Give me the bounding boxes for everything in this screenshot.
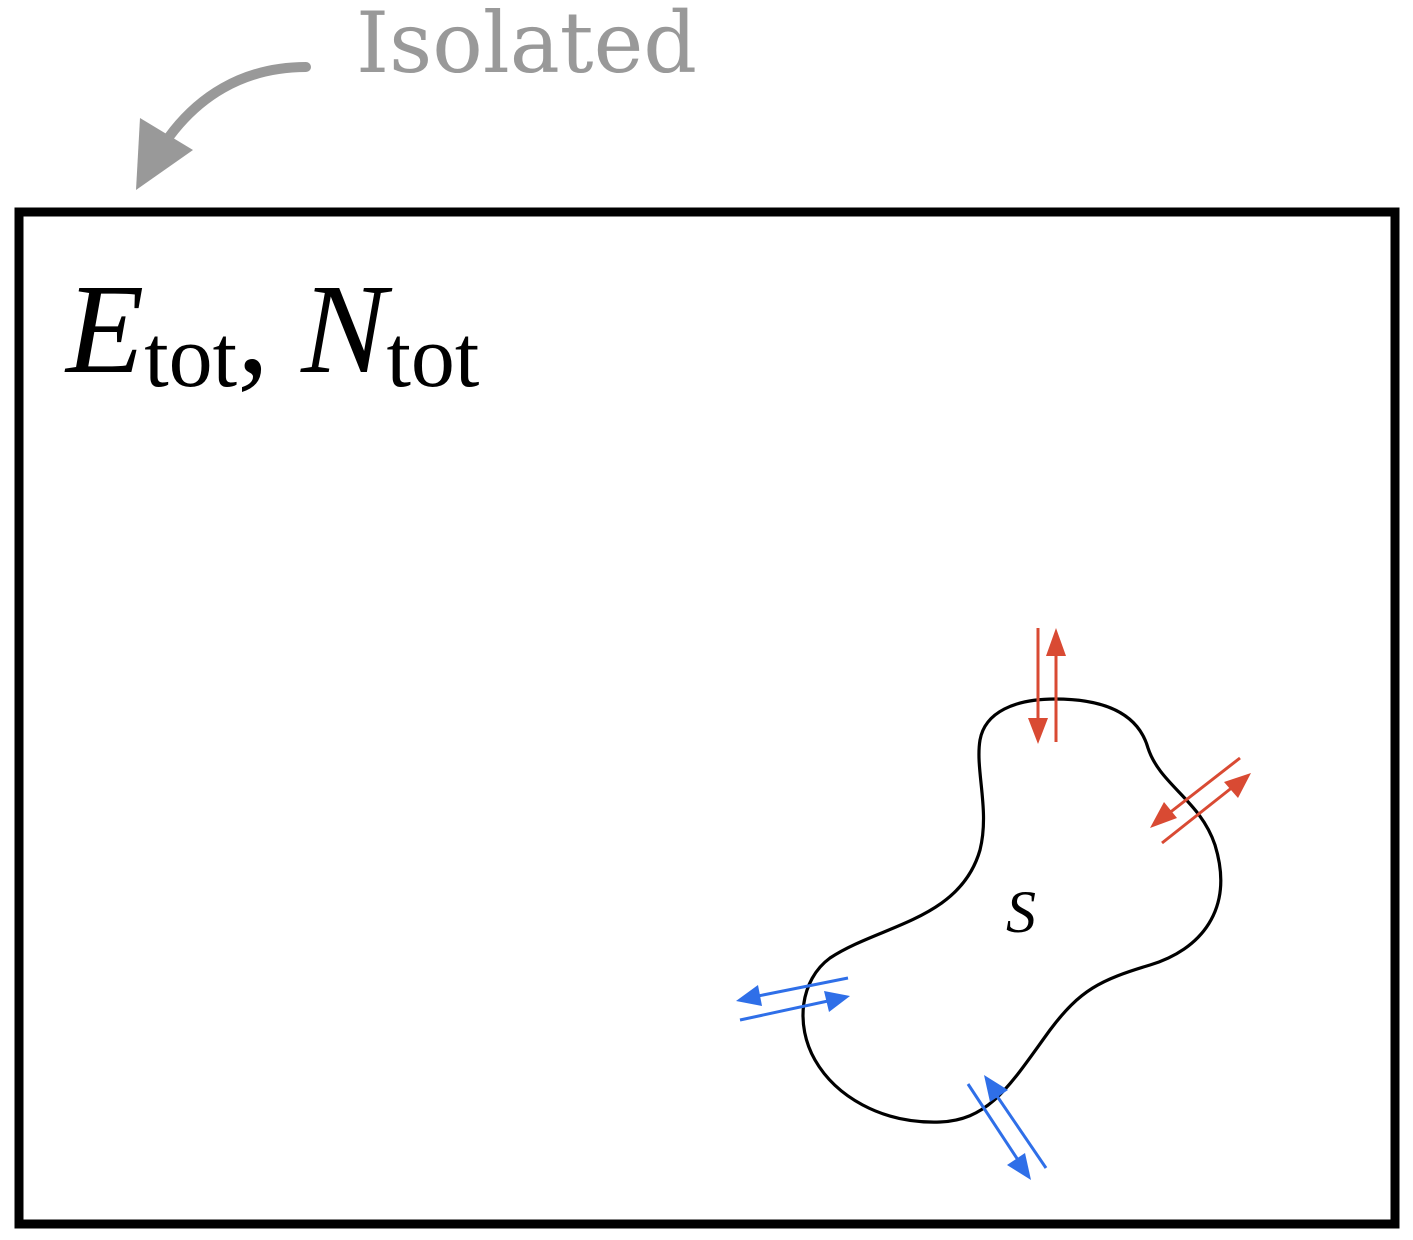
particle-exchange-left — [736, 976, 850, 1022]
box-label: Etot, Ntot — [64, 258, 479, 406]
particle-exchange-bottom — [966, 1075, 1048, 1180]
number-subscript: tot — [386, 309, 479, 406]
outward-arrow-shaft — [966, 1083, 1020, 1161]
energy-exchange-top — [1028, 628, 1066, 744]
inward-arrow-head — [1028, 718, 1048, 744]
inward-arrow-head — [824, 991, 850, 1012]
energy-exchange-right — [1150, 756, 1251, 845]
outward-arrow-head — [1046, 628, 1066, 656]
outward-arrow-head — [736, 985, 762, 1006]
inward-arrow-head — [1150, 802, 1177, 828]
curved-arrow-icon — [155, 62, 311, 155]
inward-arrow-shaft — [1167, 756, 1241, 816]
outward-arrow-shaft — [1161, 784, 1235, 845]
curved-arrow-head — [136, 118, 193, 190]
outward-arrow-head — [1224, 773, 1251, 798]
inward-arrow-shaft — [995, 1095, 1048, 1169]
energy-symbol: E — [64, 258, 144, 400]
subsystem-boundary — [801, 697, 1223, 1124]
separator: , — [237, 258, 269, 400]
outward-arrow-head — [1007, 1153, 1031, 1180]
isolated-box — [14, 207, 1400, 1229]
inward-arrow-head — [984, 1075, 1008, 1102]
subsystem-label: S — [1006, 879, 1036, 945]
inward-arrow-shaft — [739, 999, 829, 1022]
energy-subscript: tot — [144, 309, 237, 406]
isolated-label: Isolated — [356, 0, 697, 92]
outward-arrow-shaft — [757, 976, 849, 998]
number-symbol: N — [300, 258, 393, 400]
